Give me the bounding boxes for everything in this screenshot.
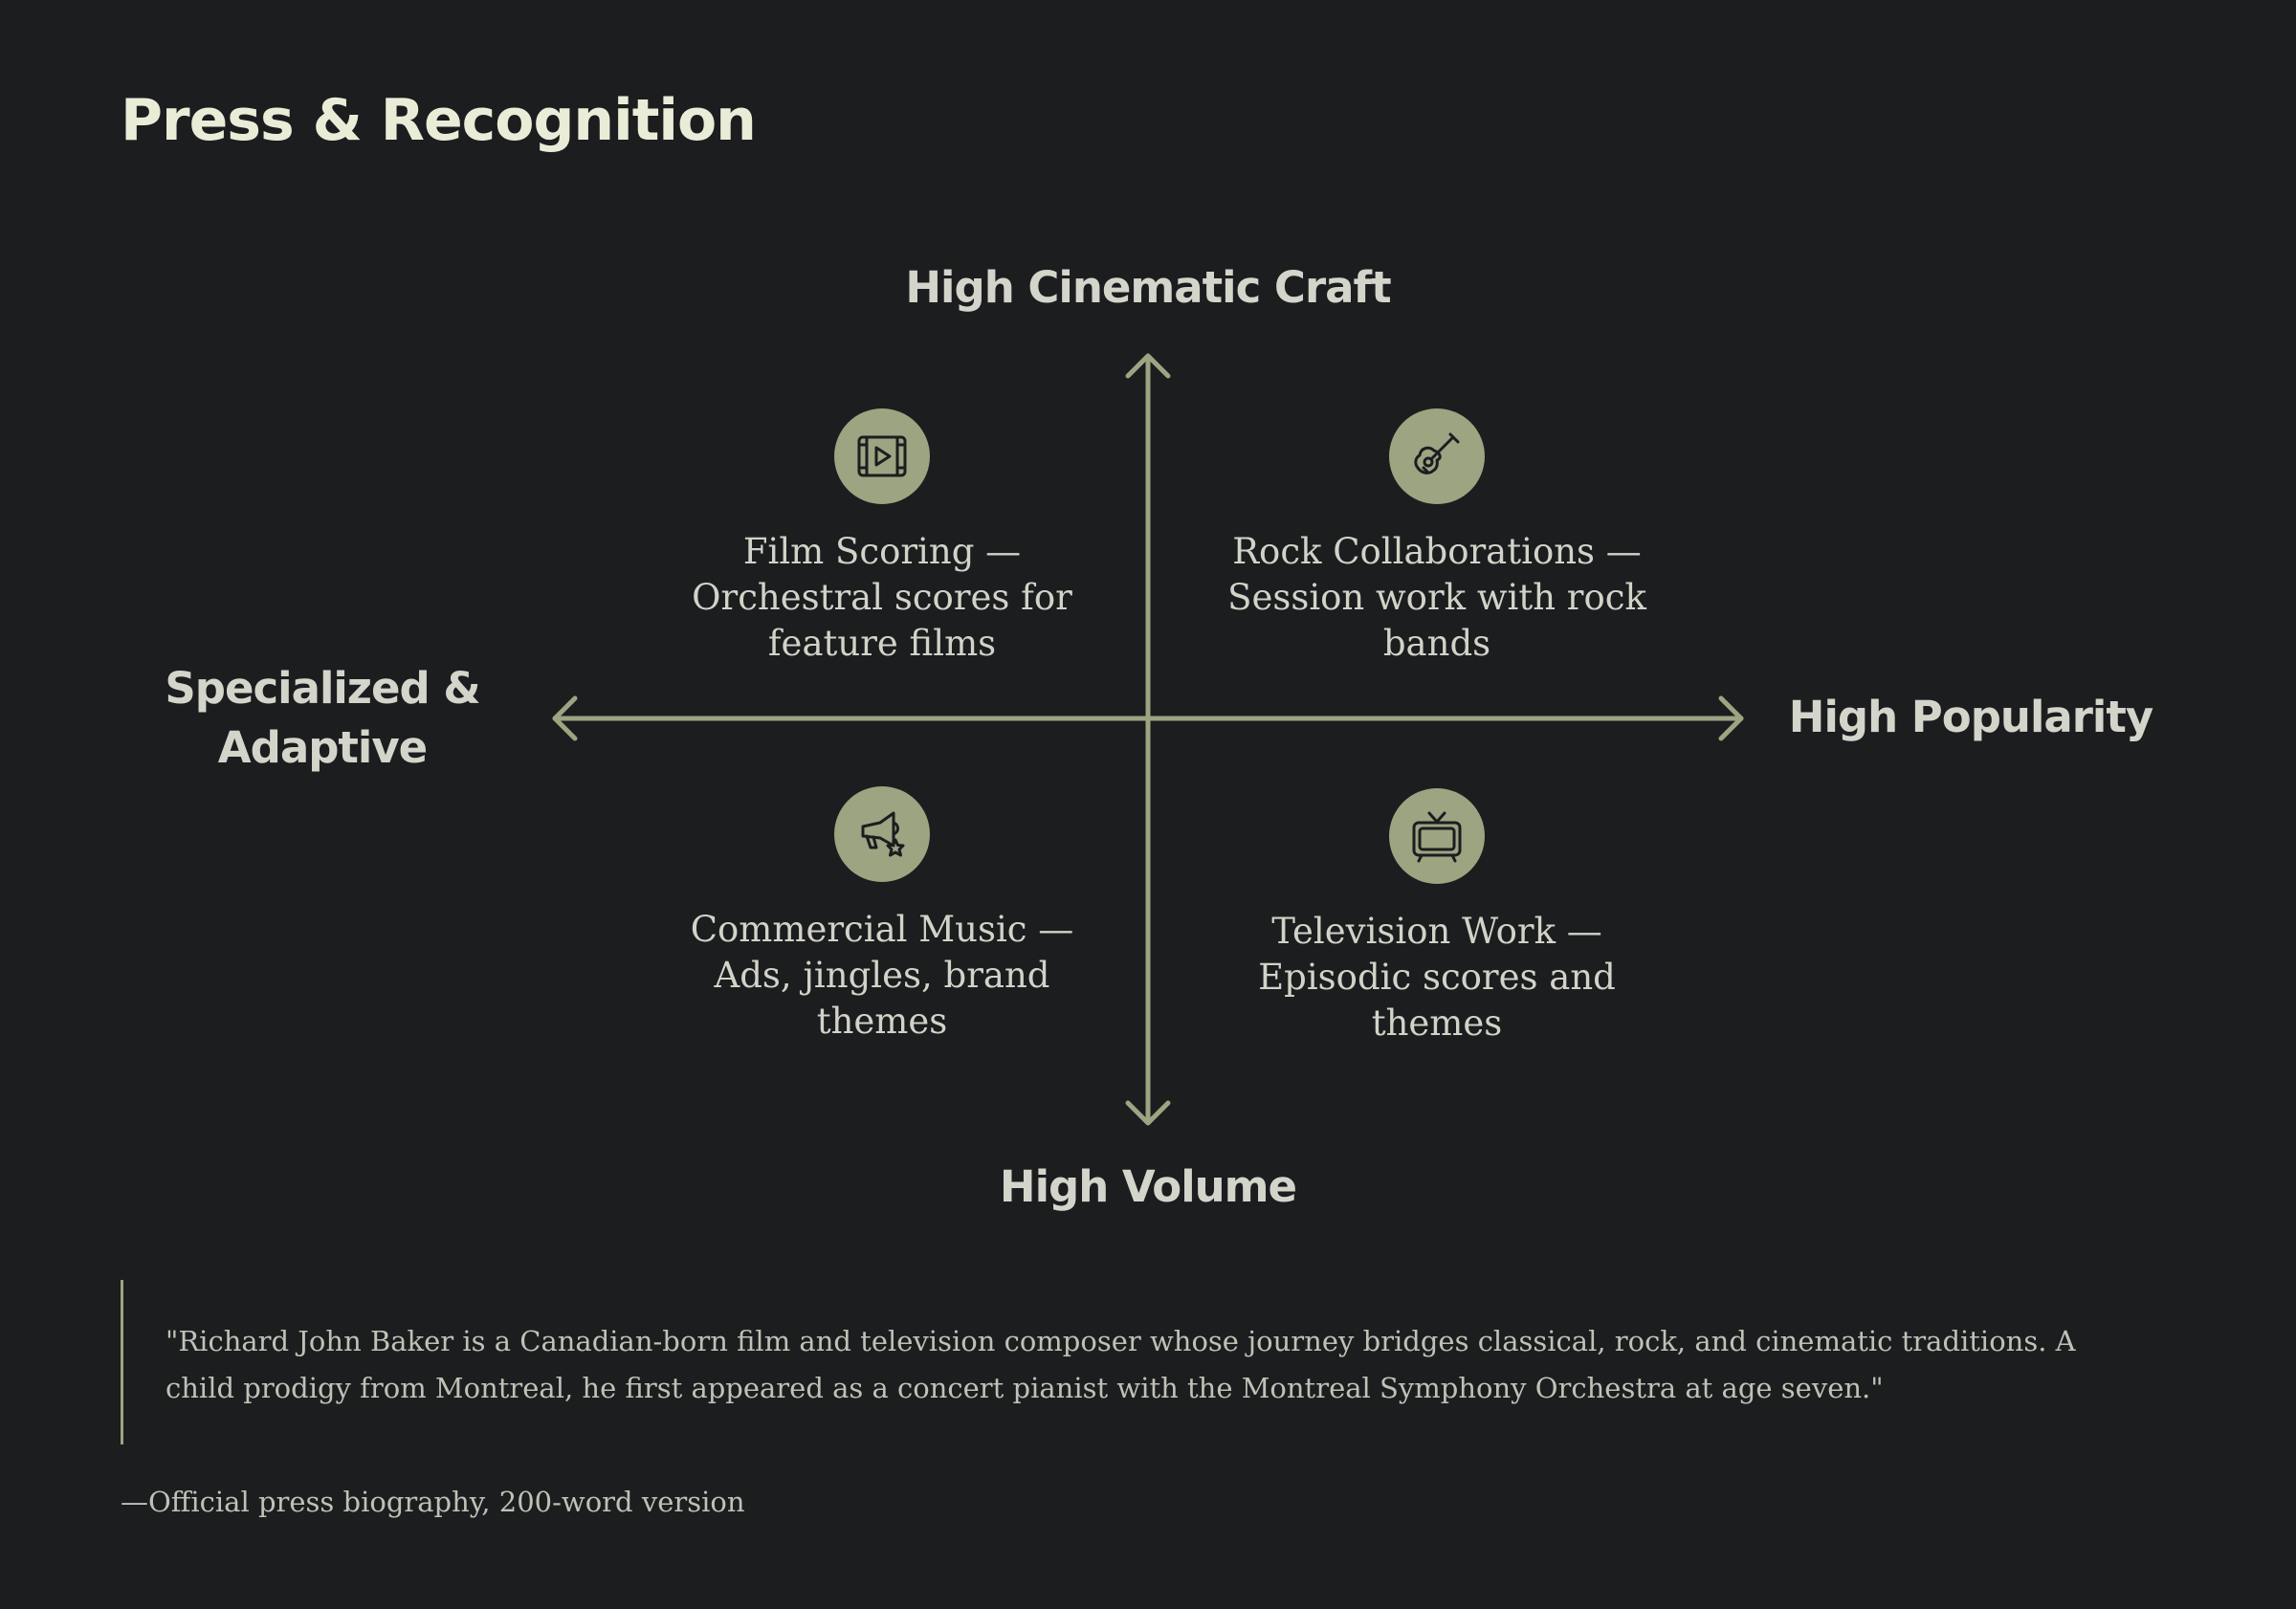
axis-label-top: High Cinematic Craft — [905, 262, 1391, 313]
megaphone-star-icon — [834, 786, 930, 882]
quadrant-text: Rock Collaborations — Session work with … — [1227, 531, 1646, 664]
quadrant-text: Commercial Music — Ads, jingles, brand t… — [690, 909, 1074, 1042]
guitar-icon — [1389, 408, 1485, 504]
quadrant-rock-collaborations: Rock Collaborations — Session work with … — [1226, 408, 1647, 667]
television-icon — [1389, 788, 1485, 884]
axis-label-right: High Popularity — [1788, 692, 2153, 742]
axis-label-bottom: High Volume — [999, 1161, 1297, 1212]
arrow-down-icon — [1125, 1100, 1171, 1126]
arrow-right-icon — [1718, 695, 1744, 741]
axis-label-left: Specialized & Adaptive — [165, 663, 480, 773]
quote-attribution: —Official press biography, 200-word vers… — [121, 1486, 745, 1518]
arrow-up-icon — [1125, 353, 1171, 379]
page-title: Press & Recognition — [121, 87, 757, 154]
quadrant-film-scoring: Film Scoring — Orchestral scores for fea… — [672, 408, 1093, 667]
press-quote: "Richard John Baker is a Canadian-born f… — [121, 1280, 2120, 1444]
arrow-left-icon — [552, 695, 578, 741]
quadrant-text: Film Scoring — Orchestral scores for fea… — [692, 531, 1072, 664]
quadrant-text: Television Work — Episodic scores and th… — [1258, 911, 1616, 1044]
film-play-icon — [834, 408, 930, 504]
quadrant-television-work: Television Work — Episodic scores and th… — [1226, 788, 1647, 1047]
quadrant-commercial-music: Commercial Music — Ads, jingles, brand t… — [672, 786, 1093, 1045]
